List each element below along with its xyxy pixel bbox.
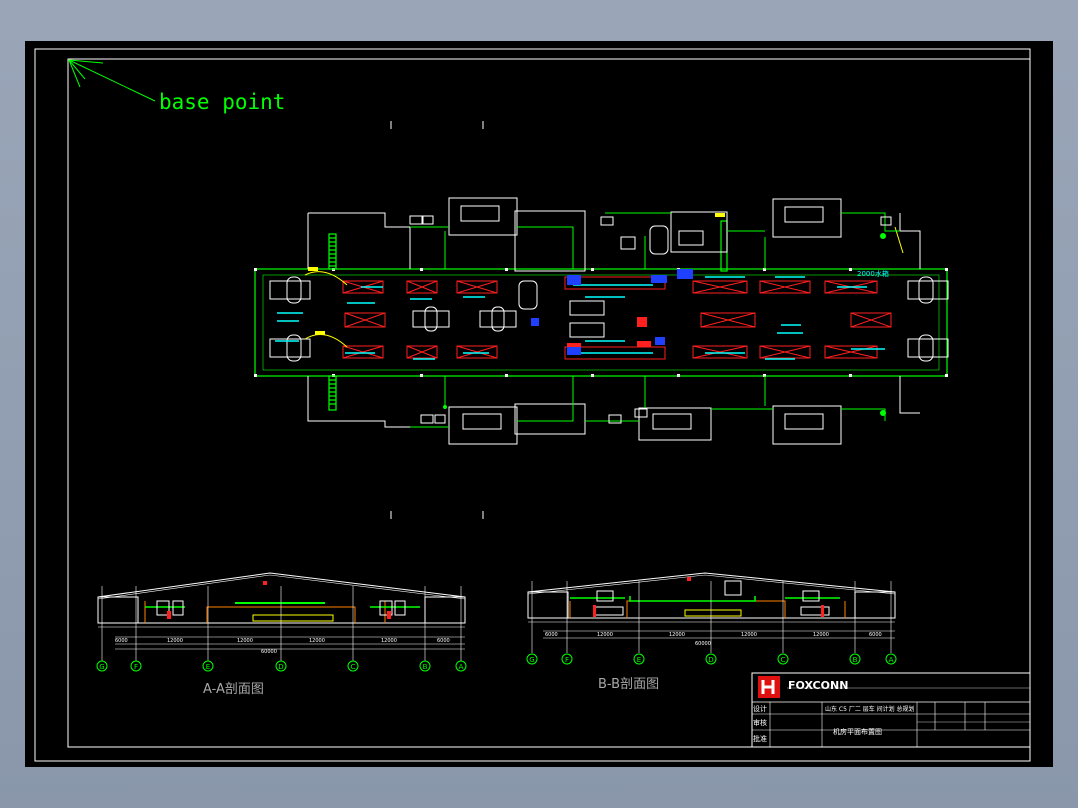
riser-ladders <box>328 220 728 411</box>
plan-view: 2000水箱 <box>254 197 949 445</box>
svg-text:E: E <box>637 656 641 664</box>
row-label-approve: 批准 <box>753 734 767 743</box>
project-name: 山东 C5 厂二 层车 间计划 总规划 <box>825 705 915 713</box>
bb-roof <box>527 572 896 593</box>
svg-text:B: B <box>423 663 428 671</box>
svg-text:G: G <box>99 663 104 671</box>
svg-text:E: E <box>206 663 210 671</box>
svg-text:12000: 12000 <box>669 632 685 638</box>
svg-text:60000: 60000 <box>261 649 277 655</box>
base-point-marker <box>68 59 156 102</box>
svg-text:6000: 6000 <box>545 632 558 638</box>
pipe-routes <box>410 212 900 428</box>
section-aa-title: A-A剖面图 <box>203 682 264 697</box>
svg-text:6000: 6000 <box>115 638 128 644</box>
svg-text:12000: 12000 <box>237 638 253 644</box>
svg-text:C: C <box>781 656 786 664</box>
section-marks <box>390 121 484 519</box>
svg-text:6000: 6000 <box>869 632 882 638</box>
inner-frame <box>67 58 1031 748</box>
row-label-design: 设计 <box>753 704 767 713</box>
svg-text:12000: 12000 <box>597 632 613 638</box>
row-label-review: 审核 <box>753 718 767 727</box>
svg-text:12000: 12000 <box>813 632 829 638</box>
svg-text:G: G <box>529 656 534 664</box>
svg-text:D: D <box>708 656 713 664</box>
svg-text:12000: 12000 <box>309 638 325 644</box>
cad-drawing: base point <box>34 48 1031 762</box>
aa-roof <box>97 572 466 598</box>
svg-text:B: B <box>853 656 858 664</box>
lower-annexes <box>307 376 920 445</box>
svg-text:F: F <box>134 663 138 671</box>
svg-text:A: A <box>459 663 464 671</box>
upper-annexes <box>307 197 921 272</box>
svg-text:12000: 12000 <box>741 632 757 638</box>
drawing-name: 机房平面布置图 <box>833 727 882 736</box>
svg-text:F: F <box>565 656 569 664</box>
plan-note: 2000水箱 <box>857 269 889 278</box>
svg-text:D: D <box>278 663 283 671</box>
main-hall-outline <box>254 268 948 377</box>
svg-text:12000: 12000 <box>167 638 183 644</box>
section-aa: 6000 12000 12000 12000 12000 6000 60000 … <box>96 572 467 697</box>
title-block: FOXCONN 设计 审核 批准 山东 C5 厂二 层车 间计划 总规划 机房平… <box>751 672 1031 748</box>
section-bb-title: B-B剖面图 <box>598 677 659 692</box>
company-name: FOXCONN <box>788 679 848 692</box>
svg-text:60000: 60000 <box>695 641 711 647</box>
svg-text:A: A <box>889 656 894 664</box>
svg-text:12000: 12000 <box>381 638 397 644</box>
svg-text:6000: 6000 <box>437 638 450 644</box>
cad-viewport[interactable]: base point <box>25 41 1053 767</box>
base-point-label: base point <box>159 90 285 114</box>
plan-annotations <box>275 276 885 360</box>
section-bb: 6000 12000 12000 12000 12000 6000 60000 … <box>526 572 897 692</box>
svg-text:C: C <box>351 663 356 671</box>
